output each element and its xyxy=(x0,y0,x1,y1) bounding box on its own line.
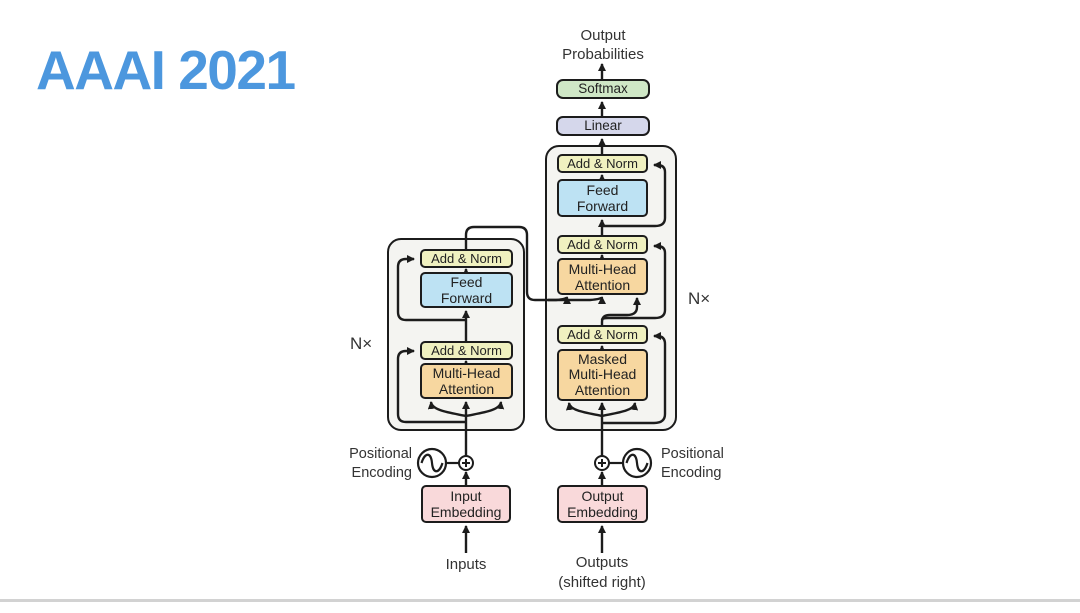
decoder-n-times-label: N× xyxy=(688,289,711,308)
decoder-feed-forward-label: Feed Forward xyxy=(576,182,629,214)
inputs-label: Inputs xyxy=(445,556,487,573)
add-icon-right xyxy=(594,455,610,471)
positional-encoding-icon-left xyxy=(416,447,459,479)
decoder-multi-head-attention-block: Multi-Head Attention xyxy=(557,258,648,295)
positional-encoding-label-right: Positional Encoding xyxy=(661,446,724,481)
masked-multi-head-attention-block: Masked Multi-Head Attention xyxy=(557,349,648,401)
encoder-multi-head-attention-block: Multi-Head Attention xyxy=(420,363,513,399)
add-icon-left xyxy=(458,455,474,471)
encoder-feed-forward-label: Feed Forward xyxy=(440,274,493,306)
decoder-feed-forward-block: Feed Forward xyxy=(557,179,648,217)
positional-encoding-icon-right xyxy=(609,447,653,479)
slide-title: AAAI 2021 xyxy=(36,39,296,101)
input-embedding-block: Input Embedding xyxy=(421,485,511,523)
encoder-feed-forward-block: Feed Forward xyxy=(420,272,513,308)
outputs-label: Outputs xyxy=(575,554,629,571)
output-embedding-block: Output Embedding xyxy=(557,485,648,523)
positional-encoding-label-left: Positional Encoding xyxy=(349,446,412,481)
linear-block: Linear xyxy=(556,116,650,136)
softmax-block: Softmax xyxy=(556,79,650,99)
outputs-shifted-right-note: (shifted right) xyxy=(558,574,646,591)
encoder-add-norm-bottom: Add & Norm xyxy=(420,341,513,360)
sine-wave-icon xyxy=(416,447,448,479)
encoder-add-norm-top: Add & Norm xyxy=(420,249,513,268)
decoder-add-norm-middle: Add & Norm xyxy=(557,235,648,254)
decoder-add-norm-top: Add & Norm xyxy=(557,154,648,173)
decoder-add-norm-bottom: Add & Norm xyxy=(557,325,648,344)
footer-divider xyxy=(0,599,1080,602)
output-probabilities-label: Output Probabilities xyxy=(562,27,644,63)
encoder-n-times-label: N× xyxy=(350,334,373,353)
sine-wave-icon xyxy=(621,447,653,479)
